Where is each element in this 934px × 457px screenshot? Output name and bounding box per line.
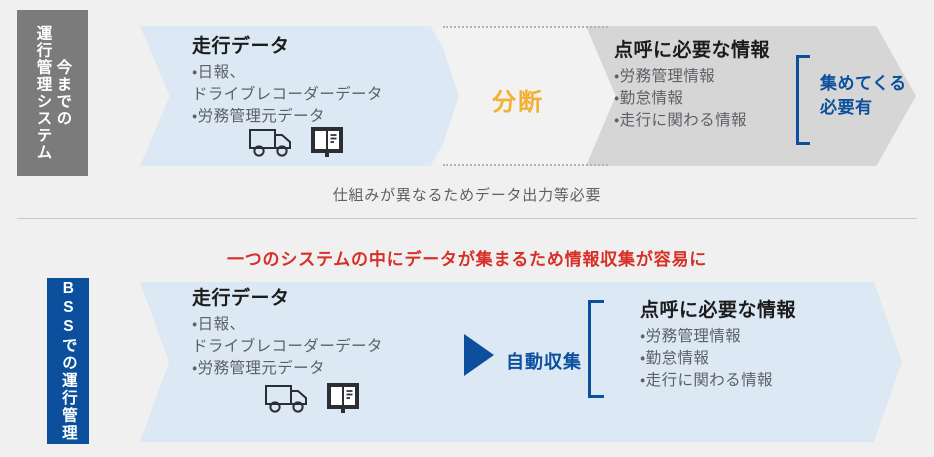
- top-annotation-bracket: [796, 55, 810, 145]
- bss-system-side-label: BSSでの運行管理: [47, 278, 89, 444]
- top-icon-row: [248, 126, 344, 158]
- auto-collect-label: 自動収集: [506, 352, 582, 372]
- legacy-side-label-line2: 運行管理システム: [34, 25, 52, 161]
- logbook-icon: [326, 382, 360, 414]
- list-item: ・労務管理元データ: [192, 359, 325, 377]
- top-roll-call-list: ・労務管理情報 ・勤怠情報 ・走行に関わる情報: [614, 66, 844, 132]
- list-item: ・勤怠情報: [614, 89, 684, 107]
- manual-collection-annotation: 集めてくる 必要有: [820, 74, 907, 117]
- legacy-side-label-line1: 今までの: [54, 59, 72, 127]
- list-item: ・走行に関わる情報: [640, 371, 773, 389]
- bottom-driving-data-list: ・日報、 ドライブレコーダーデータ ・労務管理元データ: [192, 314, 472, 380]
- list-item: ・走行に関わる情報: [614, 111, 747, 129]
- list-item: ・日報、 ドライブレコーダーデータ: [192, 63, 383, 103]
- bottom-headline: 一つのシステムの中にデータが集まるため情報収集が容易に: [226, 250, 708, 269]
- disconnect-label: 分断: [492, 89, 544, 116]
- legacy-system-side-label-text: 今までの運行管理システム: [33, 25, 73, 161]
- top-driving-data-block: 走行データ ・日報、 ドライブレコーダーデータ ・労務管理元データ: [192, 36, 472, 128]
- bottom-icon-row: [264, 382, 360, 414]
- bottom-driving-data-block: 走行データ ・日報、 ドライブレコーダーデータ ・労務管理元データ: [192, 288, 472, 380]
- top-disconnect-band: [436, 26, 626, 166]
- bss-system-side-label-text: BSSでの運行管理: [59, 280, 77, 442]
- bottom-unified-band: [140, 282, 902, 442]
- truck-icon: [248, 127, 294, 158]
- list-item: ・労務管理元データ: [192, 107, 325, 125]
- section-divider: [17, 218, 917, 219]
- list-item: ・労務管理情報: [640, 327, 742, 345]
- top-driving-data-band: [140, 26, 470, 166]
- list-item: ・日報、 ドライブレコーダーデータ: [192, 315, 383, 355]
- disconnect-dotted-line-top: [443, 26, 608, 28]
- bottom-roll-call-list: ・労務管理情報 ・勤怠情報 ・走行に関わる情報: [640, 326, 890, 392]
- top-driving-data-list: ・日報、 ドライブレコーダーデータ ・労務管理元データ: [192, 62, 472, 128]
- bottom-annotation-bracket: [588, 300, 604, 398]
- logbook-icon: [310, 126, 344, 158]
- list-item: ・労務管理情報: [614, 67, 716, 85]
- list-item: ・勤怠情報: [640, 349, 710, 367]
- bottom-roll-call-title: 点呼に必要な情報: [640, 300, 797, 321]
- bottom-roll-call-block: 点呼に必要な情報 ・労務管理情報 ・勤怠情報 ・走行に関わる情報: [640, 300, 890, 392]
- disconnect-dotted-line-bottom: [443, 164, 608, 166]
- truck-icon: [264, 383, 310, 414]
- auto-collect-arrow-icon: [464, 334, 494, 376]
- top-roll-call-band: [586, 26, 916, 166]
- legacy-system-side-label: 今までの運行管理システム: [17, 10, 88, 176]
- bottom-driving-data-title: 走行データ: [192, 288, 290, 309]
- top-caption: 仕組みが異なるためデータ出力等必要: [332, 187, 602, 204]
- top-roll-call-title: 点呼に必要な情報: [614, 40, 771, 61]
- top-driving-data-title: 走行データ: [192, 36, 290, 57]
- top-roll-call-block: 点呼に必要な情報 ・労務管理情報 ・勤怠情報 ・走行に関わる情報: [614, 40, 844, 132]
